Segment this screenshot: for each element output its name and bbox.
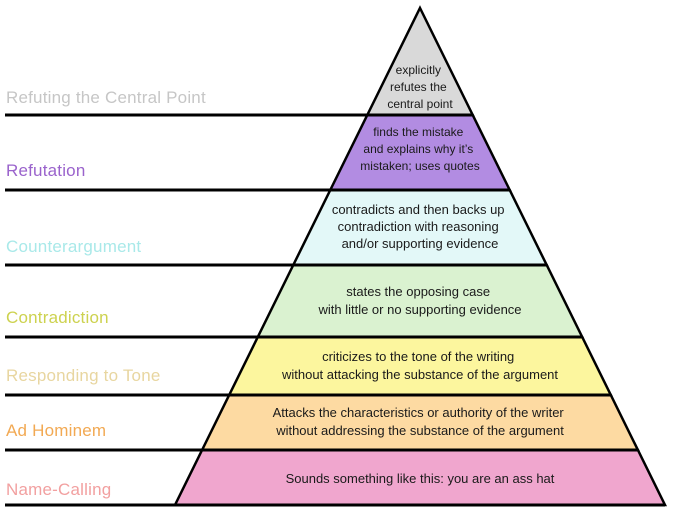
level-text-ad-hominem: Attacks the characteristics or authority… bbox=[273, 405, 568, 438]
level-text-line: mistaken; uses quotes bbox=[360, 159, 479, 173]
level-text-line: central point bbox=[387, 97, 453, 111]
level-text-line: Sounds something like this: you are an a… bbox=[286, 471, 555, 486]
level-text-refutation: finds the mistake and explains why it’s … bbox=[360, 125, 479, 173]
level-text-line: contradicts and then backs up bbox=[332, 202, 505, 217]
level-text-name-calling: Sounds something like this: you are an a… bbox=[286, 471, 555, 486]
level-label-name-calling: Name-Calling bbox=[6, 480, 112, 499]
level-text-line: without addressing the substance of the … bbox=[275, 423, 564, 438]
level-label-responding-to-tone: Responding to Tone bbox=[6, 366, 161, 385]
level-label-refuting-central-point: Refuting the Central Point bbox=[6, 88, 206, 107]
level-text-line: explicitly bbox=[396, 63, 441, 77]
level-text-counterargument: contradicts and then backs up contradict… bbox=[332, 202, 508, 251]
pyramid-level-contradiction bbox=[255, 263, 585, 339]
level-text-line: states the opposing case bbox=[346, 284, 490, 299]
level-text-responding-to-tone: criticizes to the tone of the writing wi… bbox=[281, 349, 558, 382]
level-text-line: criticizes to the tone of the writing bbox=[322, 349, 514, 364]
level-label-counterargument: Counterargument bbox=[6, 237, 142, 256]
level-text-line: without attacking the substance of the a… bbox=[281, 367, 558, 382]
level-text-line: and/or supporting evidence bbox=[342, 236, 499, 251]
level-text-line: and explains why it’s bbox=[363, 142, 473, 156]
level-label-contradiction: Contradiction bbox=[6, 308, 109, 327]
level-label-ad-hominem: Ad Hominem bbox=[6, 421, 107, 440]
level-text-line: with little or no supporting evidence bbox=[317, 302, 521, 317]
level-text-contradiction: states the opposing case with little or … bbox=[317, 284, 521, 317]
level-text-line: finds the mistake bbox=[373, 125, 463, 139]
level-text-refuting-central-point: explicitly refutes the central point bbox=[387, 63, 453, 111]
level-text-line: refutes the bbox=[390, 80, 447, 94]
pyramid-level-responding-to-tone bbox=[227, 335, 613, 397]
level-label-refutation: Refutation bbox=[6, 161, 86, 180]
level-text-line: contradiction with reasoning bbox=[338, 219, 499, 234]
level-text-line: Attacks the characteristics or authority… bbox=[273, 405, 565, 420]
